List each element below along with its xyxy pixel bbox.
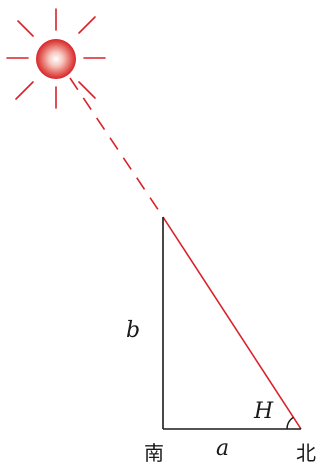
- label-a: a: [216, 436, 229, 461]
- label-angle-h: H: [253, 399, 274, 424]
- sun-ray-dashed: [69, 77, 164, 218]
- label-b: b: [126, 318, 140, 343]
- label-north: 北: [296, 441, 316, 465]
- label-south: 南: [144, 441, 164, 465]
- sun-rays: [6, 8, 106, 109]
- sun-disc: [36, 39, 76, 79]
- sun-ray-hypotenuse: [162, 216, 302, 430]
- sun-icon: [6, 8, 106, 109]
- angle-arc: [286, 416, 294, 430]
